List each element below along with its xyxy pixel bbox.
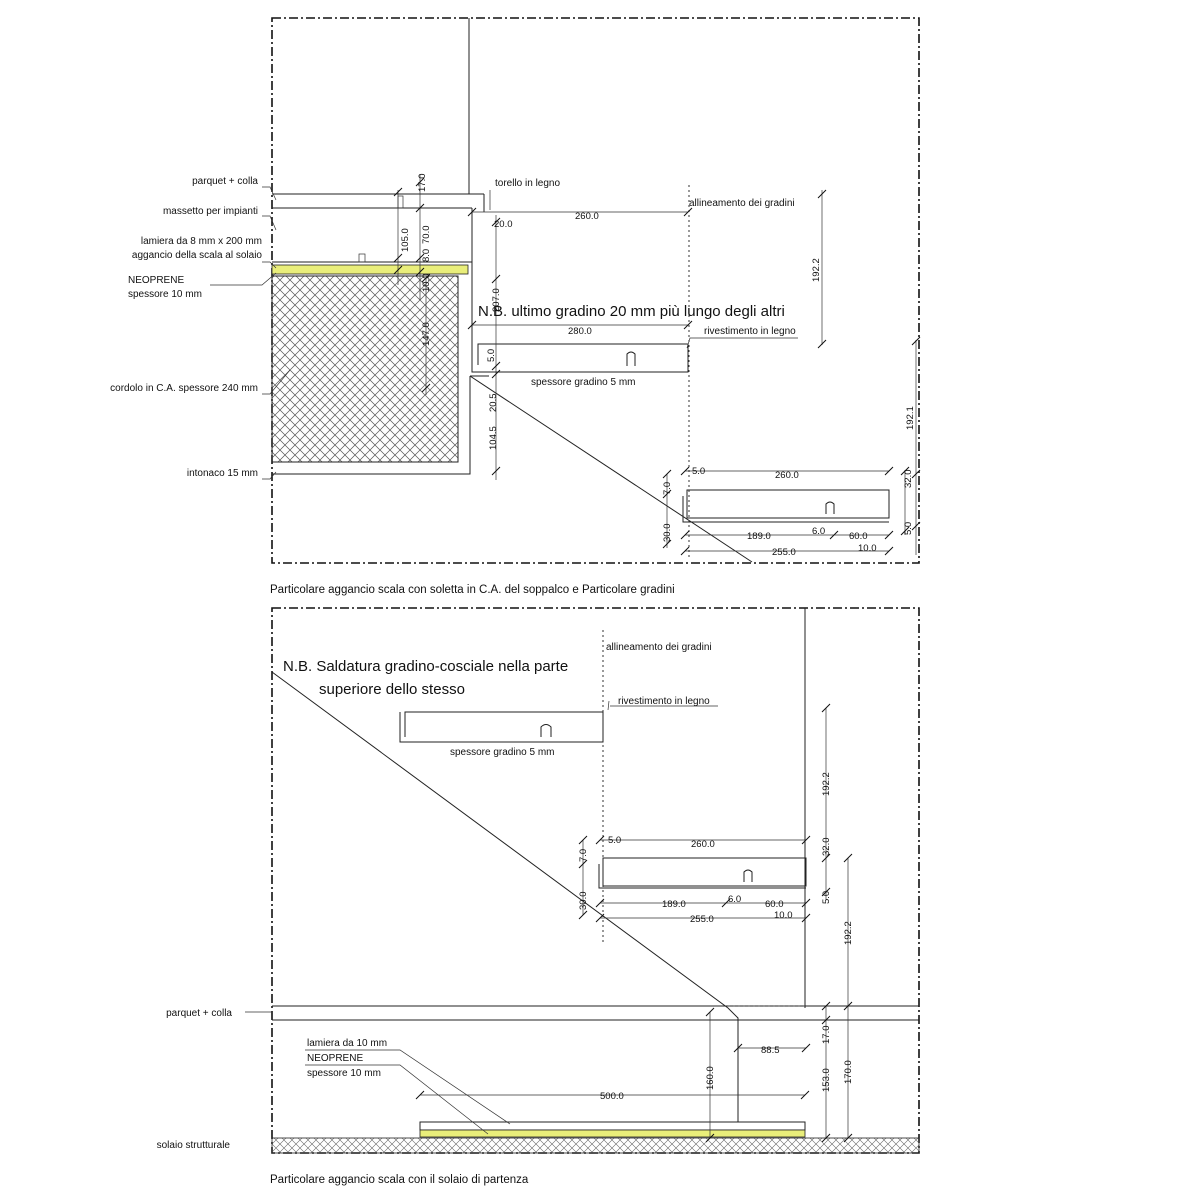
b-dim-500: 500.0 <box>600 1091 624 1102</box>
b-step-dim-60: 60.0 <box>765 899 784 910</box>
caption-top: Particolare aggancio scala con soletta i… <box>270 584 675 596</box>
b-dim-170: 170.0 <box>843 1060 854 1084</box>
b-dim-160: 160.0 <box>705 1066 716 1090</box>
b-step-dim-6: 6.0 <box>728 894 741 905</box>
dim-207: 207.0 <box>491 288 502 312</box>
step-dim-189: 189.0 <box>747 531 771 542</box>
b-step-dim-189: 189.0 <box>662 899 686 910</box>
step-dim-7: 7.0 <box>662 482 673 495</box>
dim-192-1: 192.1 <box>905 406 916 430</box>
b-step-dim-5: 5.0 <box>608 835 621 846</box>
step-dim-255: 255.0 <box>772 547 796 558</box>
top-texts: parquet + colla massetto per impianti la… <box>110 174 916 597</box>
b-step-dim-260: 260.0 <box>691 839 715 850</box>
b-step-dim-7: 7.0 <box>578 849 589 862</box>
dim-20-5: 20.5 <box>488 394 499 413</box>
label-lamiera: lamiera da 8 mm x 200 mm <box>141 236 262 247</box>
dim-10: 10.0 <box>421 274 432 293</box>
label-parquet-b: parquet + colla <box>166 1008 232 1019</box>
step-dim-260: 260.0 <box>775 470 799 481</box>
note-ultimo-gradino: N.B. ultimo gradino 20 mm più lungo degl… <box>478 303 785 320</box>
dim-280: 280.0 <box>568 326 592 337</box>
b-dim-153: 153.0 <box>821 1068 832 1092</box>
b-step-dim-255: 255.0 <box>690 914 714 925</box>
b-step-dim-10: 10.0 <box>774 910 793 921</box>
stair-top-steps <box>469 185 890 563</box>
label-allineamento-b: allineamento dei gradini <box>606 642 712 653</box>
note-saldatura-1: N.B. Saldatura gradino-cosciale nella pa… <box>283 658 568 675</box>
b-dim-192-2b: 192.2 <box>843 921 854 945</box>
floor-layers <box>271 193 489 475</box>
b-step-dim-32: 32.0 <box>821 838 832 857</box>
b-dim-17: 17.0 <box>821 1026 832 1045</box>
dim-104-5: 104.5 <box>488 426 499 450</box>
label-spessore-gradino-b: spessore gradino 5 mm <box>450 747 555 758</box>
dim-147: 147.0 <box>421 322 432 346</box>
label-torello: torello in legno <box>495 178 560 189</box>
solaio-hatch <box>271 1137 920 1154</box>
dim-5: 5.0 <box>486 349 497 362</box>
label-spessore: spessore 10 mm <box>128 289 202 300</box>
bottom-detail <box>245 607 920 1154</box>
step-dim-60: 60.0 <box>849 531 868 542</box>
label-massetto: massetto per impianti <box>163 206 258 217</box>
label-spessore-b: spessore 10 mm <box>307 1068 381 1079</box>
dim-20: 20.0 <box>494 219 513 230</box>
b-dim-88-5: 88.5 <box>761 1045 780 1056</box>
dim-8: 8.0 <box>421 249 432 262</box>
label-aggancio: aggancio della scala al solaio <box>132 250 263 261</box>
cordolo-hatch <box>271 275 459 463</box>
label-cordolo: cordolo in C.A. spessore 240 mm <box>110 383 258 394</box>
label-solaio: solaio strutturale <box>157 1140 231 1151</box>
top-detail <box>210 17 921 564</box>
dim-260: 260.0 <box>575 211 599 222</box>
label-spessore-gradino: spessore gradino 5 mm <box>531 377 636 388</box>
dim-105: 105.0 <box>400 228 411 252</box>
dim-17: 17.0 <box>417 174 428 193</box>
caption-bottom: Particolare aggancio scala con il solaio… <box>270 1174 529 1186</box>
top-dim-ticks <box>393 177 921 556</box>
note-saldatura-2: superiore dello stesso <box>319 681 465 698</box>
label-rivestimento: rivestimento in legno <box>704 326 796 337</box>
top-dim-lines <box>397 175 917 555</box>
label-parquet: parquet + colla <box>192 176 258 187</box>
label-intonaco: intonaco 15 mm <box>187 468 258 479</box>
step-dim-5: 5.0 <box>692 466 705 477</box>
step-dim-5b: 5.0 <box>903 522 914 535</box>
b-step-dim-5b: 5.0 <box>821 891 832 904</box>
dim-192-2: 192.2 <box>811 258 822 282</box>
b-dim-192-2a: 192.2 <box>821 772 832 796</box>
neoprene-bottom <box>419 1129 806 1138</box>
dim-70: 70.0 <box>421 226 432 245</box>
step-dim-30: 30.0 <box>662 524 673 543</box>
bottom-texts: allineamento dei gradini N.B. Saldatura … <box>157 642 854 1186</box>
step-dim-32: 32.0 <box>903 470 914 489</box>
label-neoprene: NEOPRENE <box>128 275 184 286</box>
top-leaders <box>210 186 798 480</box>
label-lamiera-b: lamiera da 10 mm <box>307 1038 387 1049</box>
step-dim-6: 6.0 <box>812 526 825 537</box>
step-dim-10: 10.0 <box>858 543 877 554</box>
b-step-dim-30: 30.0 <box>578 892 589 911</box>
label-allineamento: allineamento dei gradini <box>689 198 795 209</box>
label-neoprene-b: NEOPRENE <box>307 1053 363 1064</box>
label-rivestimento-b: rivestimento in legno <box>618 696 710 707</box>
neoprene-layer <box>271 264 469 275</box>
